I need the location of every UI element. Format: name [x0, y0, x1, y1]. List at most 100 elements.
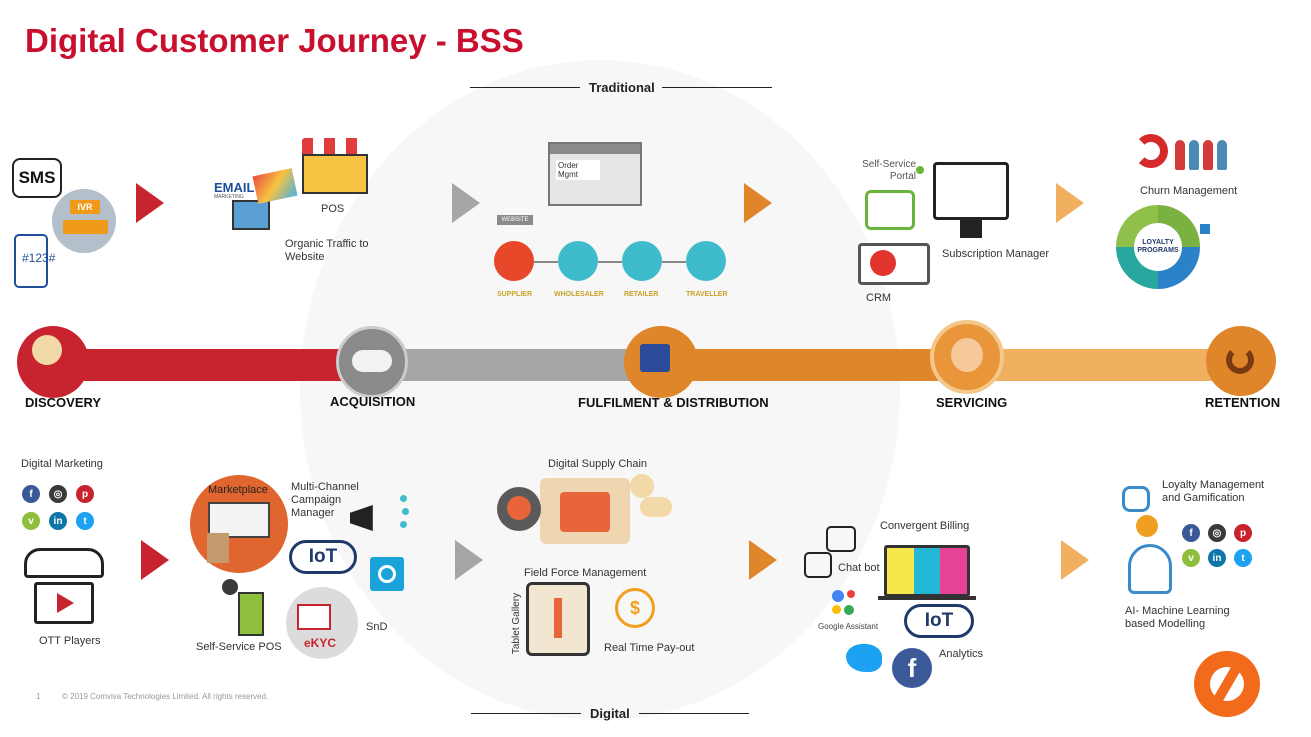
tablet-gallery-label-wrap: Tablet Gallery: [510, 590, 524, 656]
self-service-pos-label: Self-Service POS: [196, 641, 282, 653]
iot-cloud-icon: IoT: [904, 604, 974, 638]
magnet-hand-icon: [1126, 134, 1170, 176]
arrow-right-icon: [141, 540, 169, 580]
cloud-document-icon: [640, 497, 672, 517]
pie-chart-icon: [870, 250, 896, 276]
self-service-portal-label: Self-Service Portal: [862, 159, 916, 182]
email-sublabel: MARKETING: [214, 194, 244, 200]
medal-icon: [1136, 515, 1158, 537]
section-traditional-label: Traditional: [589, 80, 655, 95]
page-number: 1: [36, 692, 41, 701]
gamepad-icon: [1122, 486, 1150, 512]
journey-bar-retention: [966, 349, 1246, 381]
person-icon: [222, 579, 238, 595]
pos-label: POS: [321, 203, 345, 215]
ai-brain-head-icon: [1128, 544, 1172, 594]
journey-bar-fulfilment: [660, 349, 966, 381]
divider: [639, 713, 749, 714]
order-management-window-icon: Order Mgmt: [548, 142, 642, 206]
acquisition-node: [336, 326, 408, 398]
subscription-manager-label: Subscription Manager: [942, 248, 1050, 260]
dot-icon: [916, 166, 924, 174]
subscription-monitor-icon: [933, 162, 1009, 220]
iot-cloud-icon: IoT: [289, 540, 357, 574]
discovery-people-icon: [32, 335, 62, 365]
journey-bar-discovery: [50, 349, 370, 381]
retention-magnet-icon: [1226, 346, 1254, 374]
facebook-icon: f: [1182, 524, 1200, 542]
crm-label: CRM: [866, 292, 892, 304]
facebook-icon: f: [22, 485, 40, 503]
arrow-right-icon: [1061, 540, 1089, 580]
twitter-bird-icon: [846, 644, 882, 672]
chain-label-wholesaler: WHOLESALER: [554, 291, 604, 298]
digital-supply-chain-label: Digital Supply Chain: [548, 458, 648, 470]
copyright-text: © 2019 Comviva Technologies Limited. All…: [62, 692, 269, 701]
arrow-right-icon: [455, 540, 483, 580]
divider: [470, 87, 580, 88]
pinterest-icon: p: [76, 485, 94, 503]
snd-label: SnD: [366, 621, 388, 633]
arrow-right-icon: [1056, 183, 1084, 223]
real-time-payout-label: Real Time Pay-out: [604, 642, 695, 654]
ivr-label: IVR: [70, 200, 100, 214]
ivr-tree-icon: [63, 220, 108, 234]
linkedin-icon: in: [49, 512, 67, 530]
stage-discovery-label: DISCOVERY: [25, 395, 102, 410]
wholesaler-icon: [558, 241, 598, 281]
comviva-logo-icon: [1194, 651, 1260, 717]
arrow-right-icon: [452, 183, 480, 223]
arrow-right-icon: [744, 183, 772, 223]
tablet-touch-icon: [865, 190, 915, 230]
linkedin-icon: in: [1208, 549, 1226, 567]
website-label: WEBSITE: [497, 215, 533, 225]
churn-management-label: Churn Management: [1140, 185, 1238, 197]
page-title: Digital Customer Journey - BSS: [25, 22, 524, 59]
ai-ml-label: AI- Machine Learning based Modelling: [1125, 605, 1230, 630]
divider: [662, 87, 772, 88]
journey-bar-acquisition: [370, 349, 660, 381]
stage-retention-label: RETENTION: [1205, 395, 1281, 410]
shopping-bag-icon: [207, 533, 229, 563]
chain-label-supplier: SUPPLIER: [497, 291, 533, 298]
stage-servicing-label: SERVICING: [936, 395, 1008, 410]
tablet-map-icon: [526, 582, 590, 656]
speech-bubble-icon: [826, 526, 856, 552]
chain-label-retailer: RETAILER: [624, 291, 659, 298]
arrow-right-icon: [749, 540, 777, 580]
pinterest-icon: p: [1234, 524, 1252, 542]
laptop-base-icon: [878, 596, 976, 600]
digital-marketing-label: Digital Marketing: [21, 458, 103, 470]
analytics-label: Analytics: [939, 648, 984, 660]
billing-monitor-icon: [884, 545, 970, 597]
robot-icon: [804, 552, 832, 578]
sms-bubble-icon: SMS: [12, 158, 62, 198]
chatbot-label: Chat bot: [838, 562, 880, 574]
order-mgmt-label: Order Mgmt: [556, 160, 600, 180]
pos-kiosk-icon: [238, 592, 264, 636]
shop-icon: [302, 138, 368, 196]
delivery-truck-icon: [640, 344, 670, 372]
envelopes-icon: [252, 168, 298, 204]
twitter-icon: t: [76, 512, 94, 530]
vimeo-icon: v: [22, 512, 40, 530]
people-group-icon: [1175, 134, 1233, 178]
convergent-billing-label: Convergent Billing: [880, 520, 970, 532]
phone-icon: [14, 234, 48, 288]
id-card-icon: [297, 604, 331, 630]
ott-screen-icon: [34, 582, 94, 624]
google-assistant-icon: [832, 590, 866, 618]
facebook-icon: f: [892, 648, 932, 688]
ott-players-label: OTT Players: [39, 635, 101, 647]
customer-service-icon: [951, 338, 983, 372]
divider: [471, 713, 581, 714]
chain-label-traveller: TRAVELLER: [686, 291, 728, 298]
section-digital-label: Digital: [590, 706, 630, 721]
cloud-icon: [24, 548, 104, 578]
loyalty-management-label: Loyalty Management and Gamification: [1162, 479, 1265, 504]
twitter-icon: t: [1234, 549, 1252, 567]
servicing-node: [930, 320, 1004, 394]
megaphone-icon: [350, 505, 373, 531]
stage-fulfilment-label: FULFILMENT & DISTRIBUTION: [578, 395, 769, 410]
field-force-label: Field Force Management: [524, 567, 647, 579]
